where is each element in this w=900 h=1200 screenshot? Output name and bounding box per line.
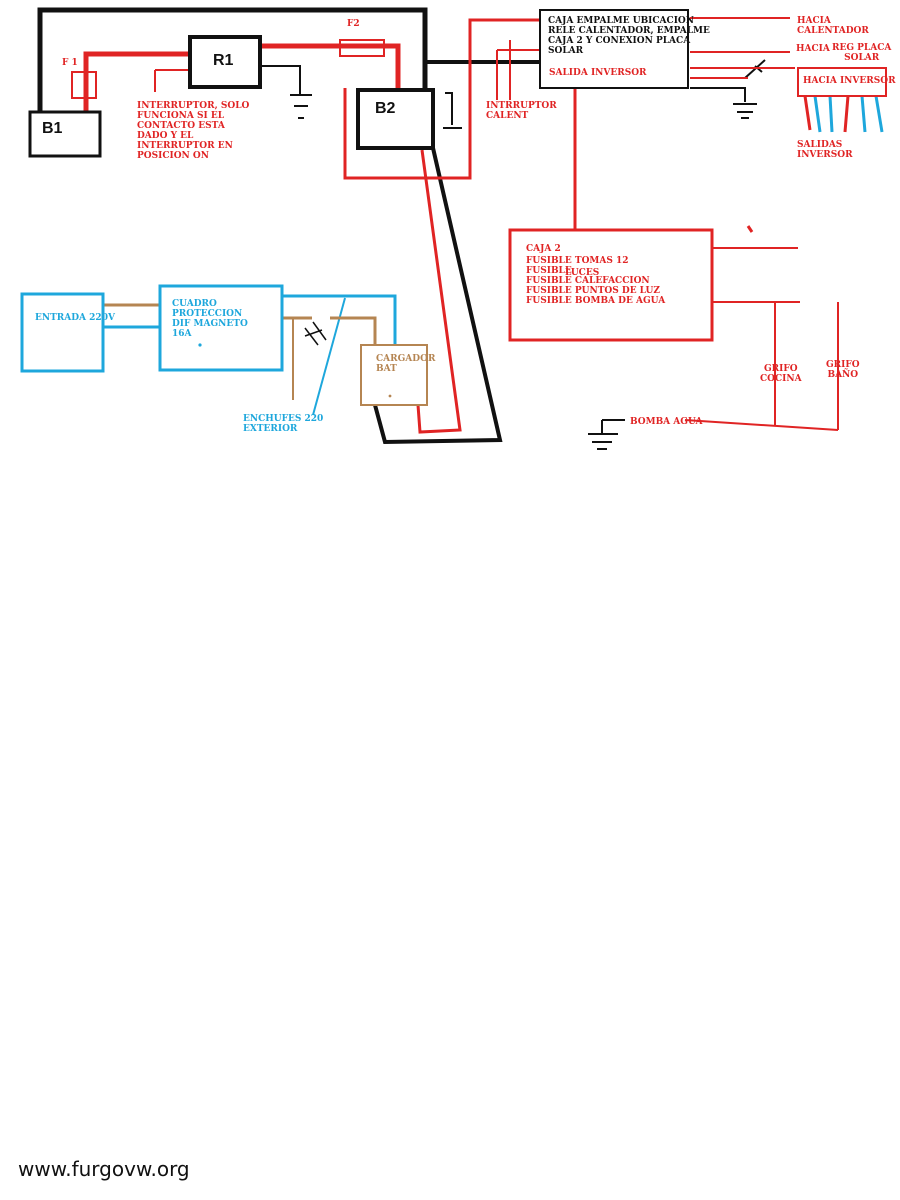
interruptor-note: INTERRUPTOR, SOLO FUNCIONA SI EL CONTACT…	[137, 101, 250, 161]
f2-fuse-box	[339, 39, 385, 57]
f1-label: F 1	[62, 58, 78, 68]
caja2-fuses: FUSIBLE TOMAS 12 FUSIBLE FUSIBLE CALEFAC…	[526, 256, 666, 306]
hacia-calentador-label: HACIA CALENTADOR	[797, 16, 869, 36]
b2-box	[356, 88, 435, 150]
entrada-220v-box	[20, 292, 105, 373]
red-thin-wires	[154, 17, 839, 431]
luces-label: LUCES	[565, 268, 600, 278]
cargador-dot	[388, 394, 392, 398]
bomba-agua-label: BOMBA AGUA	[630, 417, 703, 427]
f2-label: F2	[347, 19, 360, 29]
grifo-bano-label: GRIFO BAÑO	[826, 360, 860, 380]
cuadro-proteccion-box	[158, 284, 284, 372]
f1-fuse-box	[71, 71, 97, 99]
b1-label: B1	[42, 120, 63, 137]
wiring-diagram: B1 R1 B2 F 1 F2 INTERRUPTOR, SOLO FUNCIO…	[0, 0, 900, 460]
socket-symbol	[304, 321, 327, 346]
intrruptor-calent-label: INTRRUPTOR CALENT	[486, 101, 557, 121]
reg-placa-solar-label: REG PLACA SOLAR	[832, 43, 892, 63]
caja-empalme-box	[539, 9, 689, 89]
hacia-inversor-label: HACIA INVERSOR	[803, 76, 896, 86]
hacia-label: HACIA	[796, 44, 830, 54]
wiring-diagram-svg	[20, 7, 887, 450]
salida-inversor-label: SALIDA INVERSOR	[549, 68, 647, 78]
caja-empalme-label: CAJA EMPALME UBICACION RELE CALENTADOR, …	[548, 16, 710, 56]
salidas-inversor-label: SALIDAS INVERSOR	[797, 140, 853, 160]
caja2-title: CAJA 2	[526, 244, 561, 254]
cuadro-dot	[198, 343, 202, 347]
grifo-cocina-label: GRIFO COCINA	[760, 364, 802, 384]
r1-box	[188, 35, 262, 89]
caja2-box	[508, 228, 714, 342]
inverter-outputs	[803, 95, 884, 133]
entrada-220v-label: ENTRADA 220V	[35, 313, 115, 323]
red-mid-wires	[343, 18, 577, 434]
red-wires	[83, 43, 401, 112]
b2-label: B2	[375, 100, 396, 117]
black-thin-wires	[260, 59, 766, 450]
b1-box	[28, 110, 102, 158]
cargador-bat-label: CARGADOR BAT	[376, 354, 436, 374]
brown-wires	[103, 303, 377, 400]
hacia-inversor-box	[797, 67, 887, 97]
black-wires	[37, 7, 540, 445]
r1-label: R1	[213, 52, 234, 69]
enchufes-exterior-label: ENCHUFES 220 EXTERIOR	[243, 414, 324, 434]
watermark: www.furgovw.org	[18, 1157, 190, 1181]
cargador-bat-box	[360, 344, 428, 406]
cuadro-proteccion-label: CUADRO PROTECCION DIF MAGNETO 16A	[172, 299, 248, 339]
